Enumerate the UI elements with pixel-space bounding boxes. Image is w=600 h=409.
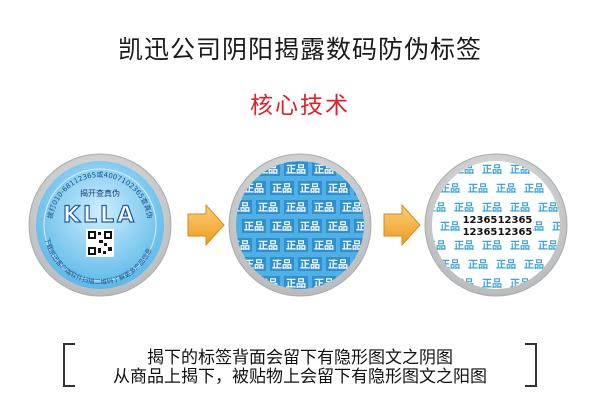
pattern-text: 正品 bbox=[496, 183, 516, 195]
pattern-text: 正品 bbox=[538, 240, 558, 252]
pattern-block bbox=[270, 219, 294, 233]
pattern-text: 正品 bbox=[482, 164, 502, 176]
code-background bbox=[462, 213, 498, 225]
pattern-text: 正品 bbox=[524, 259, 544, 271]
page-title: 凯迅公司阴阳揭露数码防伪标签 bbox=[117, 35, 482, 64]
pattern-text: 正品 bbox=[286, 164, 306, 176]
pattern-text: 正品 bbox=[538, 202, 558, 214]
pattern-text: 正品 bbox=[510, 240, 530, 252]
pattern-text: 正品 bbox=[286, 278, 306, 290]
pattern-text: 正品 bbox=[496, 259, 516, 271]
pattern-text: 正品 bbox=[356, 221, 376, 233]
pattern-text: 正品 bbox=[286, 202, 306, 214]
pattern-block bbox=[312, 200, 336, 214]
arrow-right-icon bbox=[187, 203, 225, 247]
pattern-block bbox=[236, 276, 252, 289]
pattern-text: 正品 bbox=[328, 221, 348, 233]
reveal-text: 揭开查真伪 bbox=[80, 188, 120, 198]
pattern-text: 正品 bbox=[342, 202, 362, 214]
pattern-text: 正品 bbox=[510, 202, 530, 214]
pattern-block bbox=[298, 257, 322, 271]
code-text: 12365 bbox=[463, 215, 498, 226]
code-text: 12365 bbox=[463, 227, 498, 238]
pattern-text: 正品 bbox=[314, 240, 334, 252]
pattern-text: 正品 bbox=[300, 183, 320, 195]
pattern-text: 正品 bbox=[272, 221, 292, 233]
pattern-block bbox=[354, 219, 364, 233]
pattern-text: 正品 bbox=[272, 183, 292, 195]
pattern-text: 正品 bbox=[230, 164, 250, 176]
pattern-block bbox=[284, 200, 308, 214]
pattern-text: 正品 bbox=[454, 202, 474, 214]
pattern-text: 正品 bbox=[244, 221, 264, 233]
pattern-text: 正品 bbox=[468, 183, 488, 195]
pattern-text: 正品 bbox=[314, 202, 334, 214]
code-background bbox=[497, 225, 533, 237]
pattern-block bbox=[284, 238, 308, 252]
pattern-text: 正品 bbox=[342, 240, 362, 252]
pattern-block bbox=[326, 219, 350, 233]
pattern-block bbox=[236, 162, 252, 176]
pattern-text: 正品 bbox=[482, 240, 502, 252]
pattern-block bbox=[270, 257, 294, 271]
pattern-block bbox=[256, 200, 280, 214]
pattern-text: 正品 bbox=[230, 202, 250, 214]
code-text: 12365 bbox=[498, 227, 533, 238]
pattern-block bbox=[312, 238, 336, 252]
pattern-block bbox=[298, 219, 322, 233]
bracket-right bbox=[525, 343, 537, 387]
pattern-block bbox=[236, 200, 252, 214]
label-back: 正品正品正品正品正品正品正品正品正品正品正品正品正品正品正品正品正品正品正品正品… bbox=[228, 153, 376, 297]
pattern-text: 正品 bbox=[286, 240, 306, 252]
label-front: 拨打010-68112365或4007102365查真伪 揭开查真伪 KLLA … bbox=[28, 153, 172, 297]
page-subtitle: 核心技术 bbox=[250, 93, 350, 119]
pattern-text: 正品 bbox=[272, 259, 292, 271]
pattern-text: 正品 bbox=[454, 240, 474, 252]
pattern-text: 正品 bbox=[524, 183, 544, 195]
pattern-block bbox=[284, 162, 308, 176]
code-background bbox=[462, 225, 498, 237]
pattern-block bbox=[340, 238, 364, 252]
pattern-block bbox=[256, 238, 280, 252]
pattern-text: 正品 bbox=[300, 259, 320, 271]
pattern-text: 正品 bbox=[328, 259, 348, 271]
pattern-block bbox=[284, 276, 308, 289]
code-background bbox=[497, 213, 533, 225]
pattern-text: 正品 bbox=[258, 202, 278, 214]
pattern-block bbox=[242, 219, 266, 233]
label-residue: 正品正品正品正品正品正品正品正品正品正品正品正品正品正品正品正品正品正品正品正品… bbox=[424, 153, 572, 297]
footer-line-2: 从商品上揭下，被贴物上会留下有隐形图文之阳图 bbox=[113, 367, 487, 387]
pattern-text: 正品 bbox=[314, 278, 334, 290]
pattern-block bbox=[298, 181, 322, 195]
pattern-text: 正品 bbox=[426, 278, 446, 290]
pattern-text: 正品 bbox=[300, 221, 320, 233]
footer-line-1: 揭下的标签背面会留下有隐形图文之阴图 bbox=[147, 348, 453, 368]
brand-logo: KLLA bbox=[63, 203, 137, 228]
pattern-text: 正品 bbox=[482, 202, 502, 214]
pattern-text: 正品 bbox=[258, 240, 278, 252]
pattern-text: 正品 bbox=[468, 259, 488, 271]
pattern-text: 正品 bbox=[440, 221, 460, 233]
qr-code-icon bbox=[86, 229, 114, 257]
arrow-right-icon bbox=[383, 203, 421, 247]
pattern-block bbox=[340, 200, 364, 214]
pattern-text: 正品 bbox=[230, 278, 250, 290]
bracket-left bbox=[63, 343, 75, 387]
pattern-text: 正品 bbox=[426, 202, 446, 214]
pattern-block bbox=[326, 257, 350, 271]
pattern-text: 正品 bbox=[482, 278, 502, 290]
pattern-text: 正品 bbox=[426, 164, 446, 176]
pattern-text: 正品 bbox=[328, 183, 348, 195]
pattern-text: 正品 bbox=[552, 221, 572, 233]
pattern-block bbox=[270, 181, 294, 195]
pattern-block bbox=[326, 181, 350, 195]
pattern-text: 正品 bbox=[510, 278, 530, 290]
code-text: 12365 bbox=[498, 215, 533, 226]
